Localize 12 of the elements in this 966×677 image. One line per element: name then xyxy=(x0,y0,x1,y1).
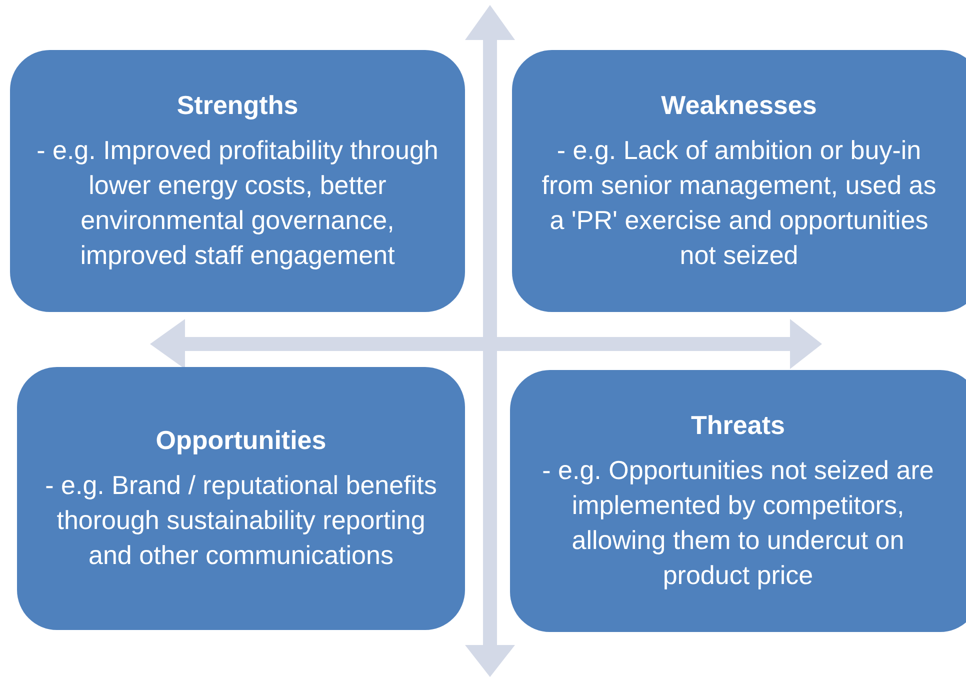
quadrant-heading: Weaknesses xyxy=(660,90,818,120)
quadrant-text: - e.g. Opportunities not seized are implemented by competitors, allowing them to undercut on product price xyxy=(541,454,935,592)
quadrant-box xyxy=(510,370,966,632)
quadrant-heading: Threats xyxy=(690,410,786,440)
quadrant-text: - e.g. Improved profitability through lower energy costs, better environmental governance, improved staff engagement xyxy=(36,134,440,272)
quadrant-text: - e.g. Lack of ambition or buy-in from senior management, used as a 'PR' exercise and opportunities not seized xyxy=(540,134,938,272)
quadrant-box xyxy=(17,367,465,630)
quadrant-box xyxy=(10,50,465,312)
quadrant-text: - e.g. Brand / reputational benefits thorough sustainability reporting and other communications xyxy=(44,468,438,572)
quadrant-heading: Opportunities xyxy=(154,424,328,456)
quadrant-box xyxy=(512,50,966,312)
quadrant-heading: Strengths xyxy=(176,90,300,120)
